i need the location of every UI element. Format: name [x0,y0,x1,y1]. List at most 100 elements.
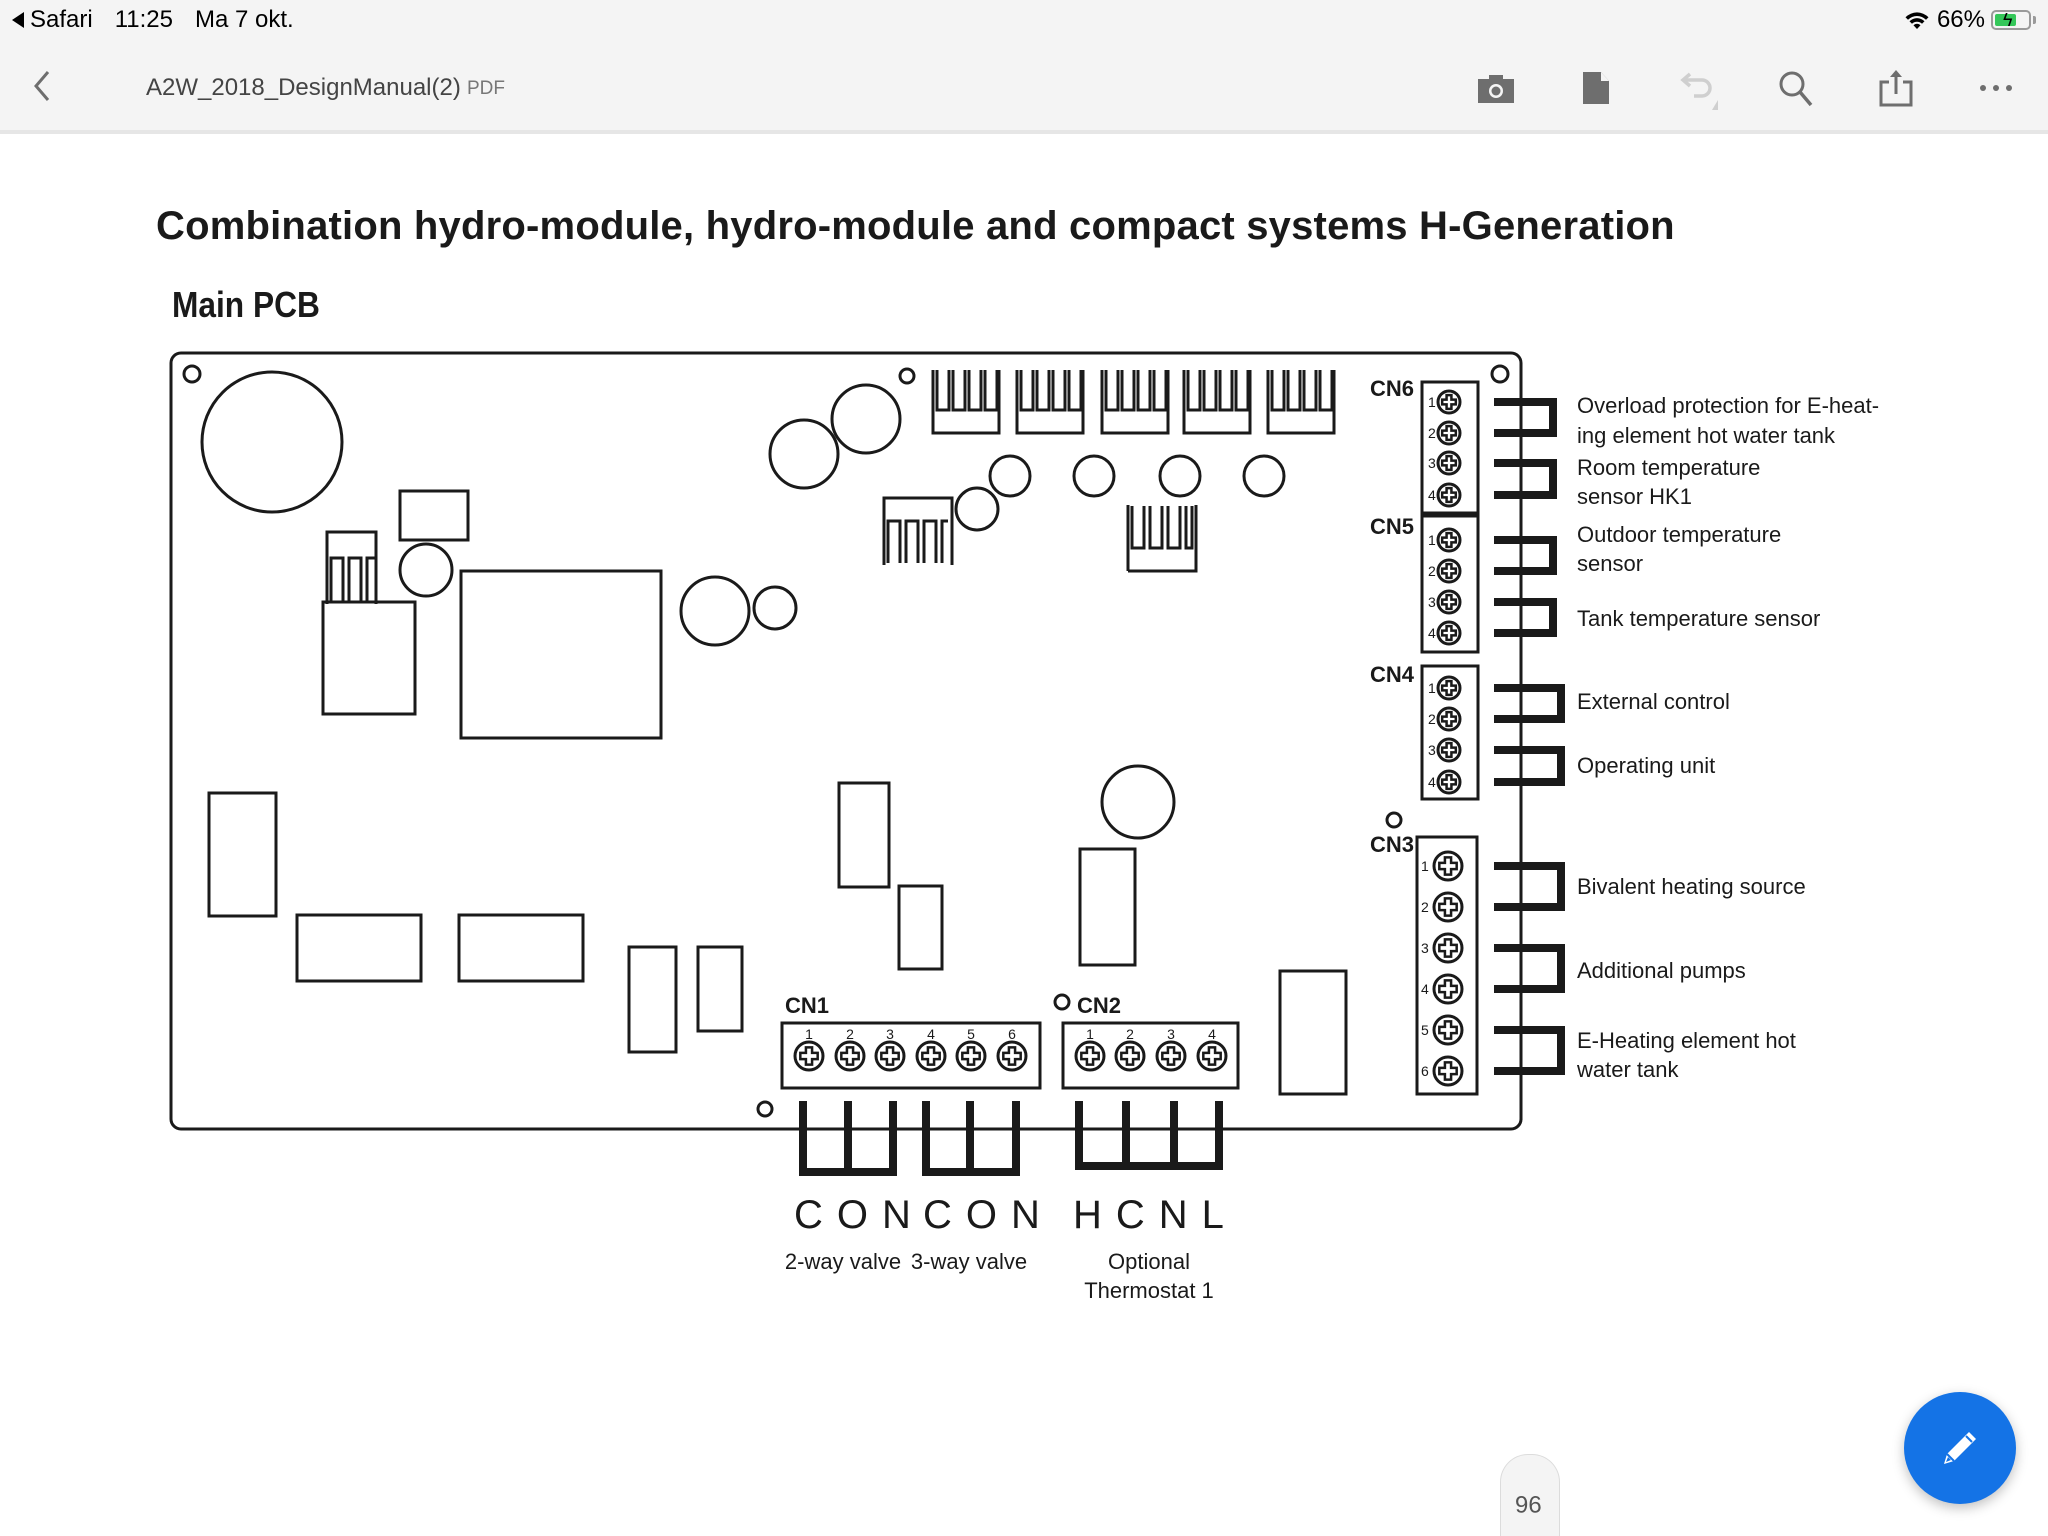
component [207,791,278,918]
screw-terminal [1432,1014,1464,1046]
label-e-heating-2: water tank [1576,1057,1679,1082]
pin-number: 1 [1428,394,1436,410]
more-icon [1980,85,2012,91]
screw-terminal [1436,450,1462,476]
pin-number: 5 [1421,1022,1429,1038]
label-3way-valve: 3-way valve [911,1249,1027,1274]
undo-button[interactable] [1672,64,1720,112]
connector-label: CN3 [1370,832,1414,857]
capacitor [398,542,454,598]
component [398,489,470,542]
screw-terminal [1436,706,1462,732]
heatsink-row [931,370,1336,435]
wire-loop [1494,598,1557,637]
mounting-hole [898,367,916,385]
battery-nub [2033,16,2036,24]
pin-number: 3 [1428,455,1436,471]
wire-bundle [922,1101,1020,1176]
camera-button[interactable] [1472,64,1520,112]
connector-label: CN1 [785,993,829,1018]
bottom-labels: CON CON HCNL 2-way valve 3-way valve Opt… [785,1193,1238,1303]
heatsink [1126,505,1198,573]
right-wires [1494,363,1565,1120]
pin-number: 2 [1428,563,1436,579]
pin-number: 4 [1428,487,1436,503]
edit-button[interactable] [1904,1392,2016,1504]
screw-terminal [1196,1040,1228,1072]
screw-terminal [996,1040,1028,1072]
back-button[interactable] [28,66,58,106]
connector-cn2: CN2 1 2 3 4 [1061,993,1240,1090]
wire-loop [1494,746,1565,786]
heatsink-fins [1186,370,1250,412]
undo-icon [1680,72,1718,110]
capacitor [768,418,840,490]
search-button[interactable] [1772,64,1820,112]
mounting-hole [182,364,202,384]
pin-number: 4 [1421,981,1429,997]
screw-terminal [1436,737,1462,763]
relay-block [459,569,663,740]
capacitor [679,575,751,647]
mounting-hole [756,1100,774,1118]
more-button[interactable] [1972,64,2020,112]
right-labels: Overload protection for E-heat- ing elem… [1576,393,1879,1082]
connector-label: CN2 [1077,993,1121,1018]
pin-number: 1 [1428,532,1436,548]
charging-bolt-icon: ϟ [2003,10,2013,30]
pin-number: 3 [1167,1026,1175,1042]
document-button[interactable] [1572,64,1620,112]
screw-terminal [1432,973,1464,1005]
share-button[interactable] [1872,64,1920,112]
label-thermostat-1: Optional [1108,1249,1190,1274]
component [696,945,744,1033]
back-triangle-icon [12,12,24,28]
mounting-hole [1053,993,1071,1011]
label-operating-unit: Operating unit [1577,753,1715,778]
pin-number: 4 [1428,774,1436,790]
component [1078,847,1137,967]
component [1278,969,1348,1096]
back-to-app[interactable]: Safari [12,6,93,34]
pin-number: 1 [1086,1026,1094,1042]
wire-loop [1494,1026,1565,1075]
label-2way-valve: 2-way valve [785,1249,901,1274]
status-bar: Safari 11:25 Ma 7 okt. 66% ϟ [0,4,2048,40]
heatsink [325,530,378,604]
document-title: A2W_2018_DesignManual(2) [146,74,461,101]
pdf-page[interactable]: Combination hydro-module, hydro-module a… [0,134,2048,1536]
label-room-temp-1: Room temperature [1577,455,1760,480]
screw-terminal [1074,1040,1106,1072]
back-chevron-icon [34,71,50,101]
capacitor [988,454,1032,498]
battery-icon: ϟ [1991,10,2031,30]
screw-terminal [1436,420,1462,446]
terminal-letters-thermostat: HCNL [1073,1193,1238,1237]
wire-loop [1494,536,1557,575]
screw-terminal [1114,1040,1146,1072]
screw-terminal [1436,389,1462,415]
screw-terminal [793,1040,825,1072]
back-app-label: Safari [30,6,93,33]
pencil-icon [1944,1432,1976,1464]
screw-terminal [1155,1040,1187,1072]
pin-number: 3 [886,1026,894,1042]
screw-terminal [1436,527,1462,553]
document-type: PDF [467,78,505,99]
screw-terminal [1436,769,1462,795]
status-date: Ma 7 okt. [194,6,294,33]
pin-number: 4 [1208,1026,1216,1042]
top-bar: Safari 11:25 Ma 7 okt. 66% ϟ A2W_2018 [0,0,2048,134]
screw-terminal [915,1040,947,1072]
pin-number: 3 [1428,742,1436,758]
bottom-wires [799,1101,1223,1176]
page-number-indicator[interactable]: 96 [1500,1454,1560,1536]
heatsink [882,496,954,565]
label-overload-1: Overload protection for E-heat- [1577,393,1879,418]
pin-number: 2 [1126,1026,1134,1042]
capacitor [954,486,1000,532]
